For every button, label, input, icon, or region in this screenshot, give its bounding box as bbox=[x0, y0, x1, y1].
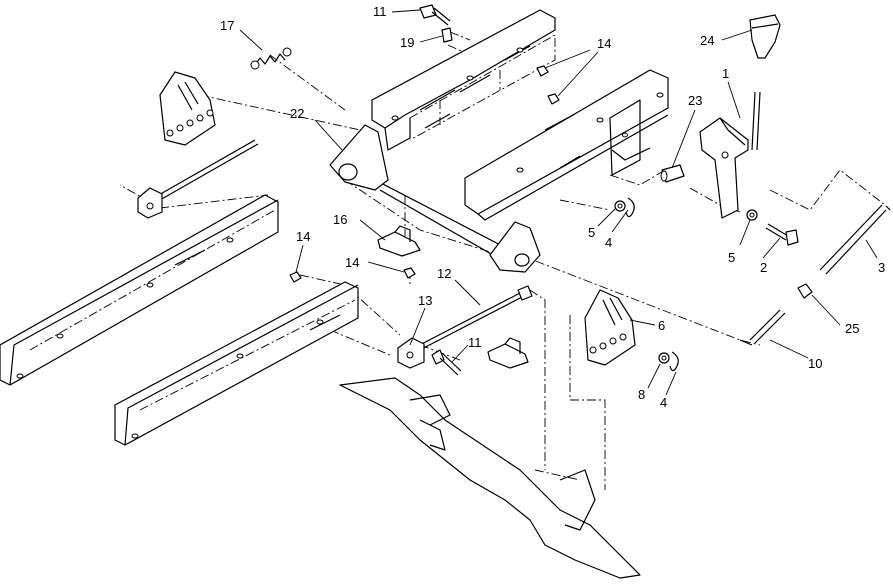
lower-linkage-arm bbox=[339, 377, 641, 579]
callout-5: 5 bbox=[728, 250, 735, 265]
trunnion-13 bbox=[397, 337, 425, 369]
callout-13: 13 bbox=[418, 293, 432, 308]
callout-24: 24 bbox=[700, 33, 714, 48]
height-adjust-plate-left bbox=[159, 71, 216, 146]
bolt-11-top bbox=[419, 4, 451, 26]
callout-5: 5 bbox=[588, 225, 595, 240]
rod-10 bbox=[739, 309, 786, 346]
clip-4-b bbox=[669, 351, 679, 372]
adjust-rod-12 bbox=[409, 285, 533, 355]
pin-19 bbox=[441, 27, 453, 43]
left-channel-rail bbox=[0, 194, 279, 386]
bracket-16 bbox=[377, 225, 421, 257]
callout-14: 14 bbox=[345, 255, 359, 270]
callout-14: 14 bbox=[597, 36, 611, 51]
callout-14: 14 bbox=[296, 229, 310, 244]
callout-11: 11 bbox=[373, 4, 387, 19]
nut-14-a bbox=[536, 65, 549, 77]
callout-19: 19 bbox=[400, 35, 414, 50]
cross-shaft-assembly bbox=[329, 124, 541, 273]
callout-3: 3 bbox=[878, 260, 885, 275]
callout-12: 12 bbox=[437, 266, 451, 281]
center-channel-rail bbox=[114, 281, 359, 446]
knob-24 bbox=[749, 14, 781, 59]
callout-22: 22 bbox=[290, 106, 304, 121]
callout-25: 25 bbox=[845, 321, 859, 336]
leader-lines bbox=[239, 9, 878, 396]
callout-17: 17 bbox=[220, 18, 234, 33]
callout-8: 8 bbox=[638, 387, 645, 402]
nut-14-b bbox=[547, 93, 560, 105]
bolt-2 bbox=[765, 223, 799, 246]
callout-6: 6 bbox=[658, 318, 665, 333]
spacer-23 bbox=[660, 164, 685, 183]
left-adjust-rod bbox=[137, 139, 259, 219]
washer-5-b bbox=[746, 209, 758, 221]
rod-3 bbox=[819, 204, 891, 275]
top-rear-channel-bracket bbox=[371, 9, 556, 151]
washer-5-a bbox=[614, 200, 626, 212]
lever-arm-1 bbox=[699, 91, 761, 219]
callout-labels: 17 11 19 14 24 1 23 22 5 4 5 2 3 16 14 1… bbox=[220, 4, 885, 410]
callout-16: 16 bbox=[333, 212, 347, 227]
callout-23: 23 bbox=[688, 93, 702, 108]
nut-25 bbox=[797, 283, 813, 299]
callout-4: 4 bbox=[660, 395, 667, 410]
height-adjust-plate-right bbox=[584, 289, 636, 366]
spring-17 bbox=[250, 47, 292, 70]
clip-4-a bbox=[625, 197, 635, 218]
callout-10: 10 bbox=[808, 356, 822, 371]
callout-11: 11 bbox=[468, 335, 482, 350]
bracket-lower bbox=[487, 337, 529, 369]
right-mounting-bracket bbox=[464, 69, 669, 221]
nut-14-c bbox=[289, 271, 302, 283]
callout-2: 2 bbox=[760, 260, 767, 275]
bolt-11-lower bbox=[431, 349, 462, 376]
washer-8 bbox=[658, 352, 670, 364]
callout-4: 4 bbox=[605, 235, 612, 250]
nut-14-d bbox=[403, 267, 416, 279]
callout-1: 1 bbox=[722, 66, 729, 81]
